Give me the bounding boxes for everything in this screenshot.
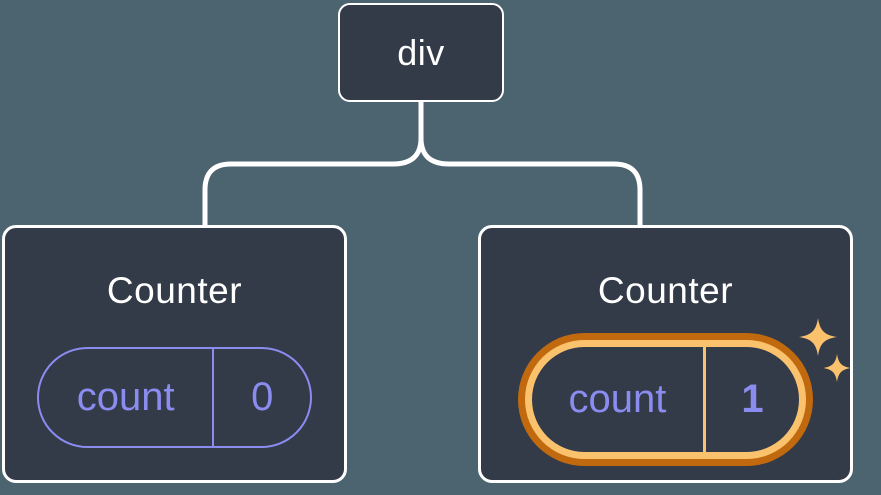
counter-node-1: Counter count 1 — [478, 225, 853, 483]
counter-node-0: Counter count 0 — [2, 225, 347, 483]
state-pill: count 0 — [37, 347, 312, 448]
state-highlight-ring: count 1 — [518, 333, 813, 466]
state-key-label: count — [532, 347, 706, 452]
state-value-label: 1 — [741, 377, 764, 421]
state-pill-highlighted: count 1 — [532, 347, 799, 452]
root-node-label: div — [397, 31, 445, 73]
state-key-label: count — [39, 349, 215, 446]
counter-title: Counter — [597, 270, 734, 311]
sparkle-large-icon — [799, 318, 837, 356]
root-node: div — [338, 3, 504, 102]
sparkle-small-icon — [823, 354, 851, 382]
state-value-label: 0 — [251, 375, 274, 419]
counter-title: Counter — [106, 270, 243, 311]
